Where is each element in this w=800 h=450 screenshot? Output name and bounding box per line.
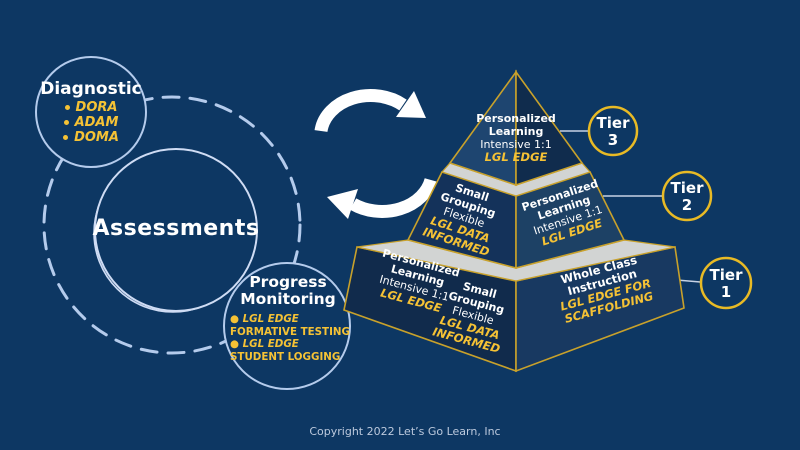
diagnostic-item-label: ADAM <box>74 115 119 130</box>
diagnostic-item-list: DORA ADAM DOMA <box>36 100 146 145</box>
progress-item-text: FORMATIVE TESTING <box>230 325 350 338</box>
diagnostic-item-label: DOMA <box>74 130 119 145</box>
pyramid-tier3-right-face <box>515 69 584 187</box>
progress-item-list: LGL EDGE FORMATIVE TESTING LGL EDGE STUD… <box>230 313 354 363</box>
diagnostic-item: DOMA <box>36 130 146 145</box>
progress-item: LGL EDGE STUDENT LOGGING <box>230 338 354 363</box>
progress-item-tool: LGL EDGE <box>242 338 299 350</box>
progress-monitoring-title: Progress Monitoring <box>240 273 336 308</box>
progress-item-tool: LGL EDGE <box>242 313 299 325</box>
progress-item: LGL EDGE FORMATIVE TESTING <box>230 313 354 338</box>
cycle-arrow-bottom-head-icon <box>327 189 358 219</box>
tier2-badge-circle <box>661 170 713 222</box>
tier1-badge-circle <box>699 256 753 310</box>
face-subtitle: Intensive 1:1 <box>480 138 552 151</box>
bullet-dot-icon <box>64 105 70 110</box>
progress-item-text: STUDENT LOGGING <box>230 350 341 363</box>
pyramid-tier3-text: Personalized Learning Intensive 1:1 LGL … <box>464 112 568 164</box>
tier-number: 3 <box>607 131 619 149</box>
assessments-circle <box>94 148 258 312</box>
diagnostic-item: ADAM <box>36 115 146 130</box>
diagnostic-item: DORA <box>36 100 146 115</box>
face-tool: LGL EDGE <box>484 150 548 164</box>
face-title: Personalized Learning <box>476 112 556 138</box>
dashed-cycle-circle <box>42 95 302 355</box>
cycle-arrow-top-head-icon <box>396 91 426 118</box>
copyright-text: Copyright 2022 Let’s Go Learn, Inc <box>309 425 501 438</box>
tier2-badge-label: Tier 2 <box>663 180 711 214</box>
cycle-arrow-top-icon <box>314 89 407 133</box>
tier3-badge-label: Tier 3 <box>589 115 637 149</box>
cycle-arrow-bottom-icon <box>349 177 438 218</box>
tier-word: Tier <box>709 266 743 284</box>
bullet-dot-icon <box>63 120 69 125</box>
tier3-badge-circle <box>587 105 639 157</box>
tier1-badge-label: Tier 1 <box>702 267 750 301</box>
tier-word: Tier <box>596 114 630 132</box>
tier-word: Tier <box>670 179 704 197</box>
tier-number: 2 <box>681 196 693 214</box>
diagnostic-title: Diagnostic <box>40 79 142 99</box>
tier-number: 1 <box>720 283 732 301</box>
cycle-arrows-icon <box>314 89 438 219</box>
diagnostic-item-label: DORA <box>75 100 118 115</box>
assessments-label: Assessments <box>92 216 260 241</box>
bullet-dot-icon <box>63 135 69 140</box>
